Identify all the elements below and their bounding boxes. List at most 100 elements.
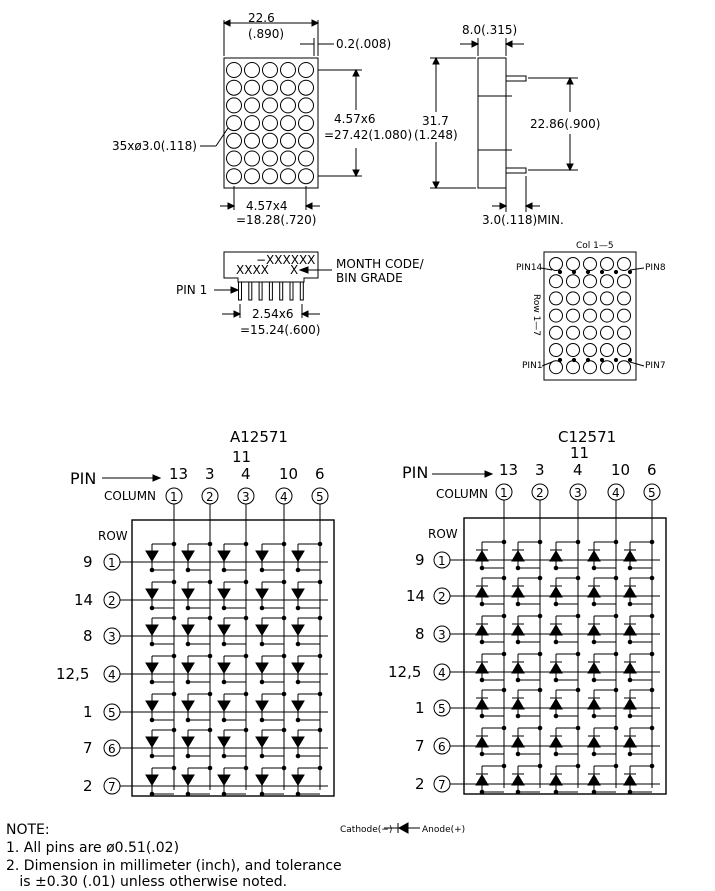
- row-number: 2: [108, 594, 116, 608]
- junction-dot: [317, 541, 323, 547]
- junction-dot: [259, 753, 265, 759]
- row-pin-number: 2: [415, 775, 425, 793]
- pinout-dot-grid: [549, 257, 633, 375]
- junction-dot: [243, 653, 249, 659]
- row-number: 6: [108, 742, 116, 756]
- junction-dot: [171, 653, 177, 659]
- led-diode-icon: [145, 550, 159, 562]
- led-diode-icon: [145, 624, 159, 636]
- led-dot: [280, 115, 296, 132]
- junction-dot: [207, 765, 213, 771]
- junction-dot: [515, 751, 521, 757]
- row-number: 7: [108, 780, 116, 794]
- junction-dot: [295, 641, 301, 647]
- row-pin-number: 14: [74, 591, 93, 609]
- led-diode-icon: [549, 624, 563, 636]
- junction-dot: [649, 687, 655, 693]
- led-diode-icon: [549, 550, 563, 562]
- pinout-dot: [583, 360, 597, 375]
- column-number: 1: [500, 486, 508, 500]
- diode-symbol-icon: [397, 822, 409, 834]
- schematic-a-column-label: COLUMN: [104, 489, 156, 503]
- junction-dot: [295, 791, 301, 797]
- junction-dot: [553, 601, 559, 607]
- led-dot: [244, 79, 260, 96]
- led-diode-icon: [217, 774, 231, 786]
- pin: [258, 281, 263, 301]
- led-diode-icon: [145, 588, 159, 600]
- column-pin-number: 4: [573, 461, 583, 479]
- row-pin-number: 8: [415, 625, 425, 643]
- led-dot: [244, 132, 260, 149]
- led-diode-icon: [511, 624, 525, 636]
- column-number: 3: [242, 490, 250, 504]
- junction-dot: [221, 753, 227, 759]
- junction-dot: [591, 601, 597, 607]
- led-dot: [280, 62, 296, 78]
- junction-dot: [479, 751, 485, 757]
- led-dot: [280, 79, 296, 96]
- row-pin-number: 2: [83, 777, 93, 795]
- side-view: 8.0(.315) 31.7 (1.248) 22.86(.900) 3.0(.…: [414, 23, 600, 227]
- led-diode-icon: [587, 698, 601, 710]
- display-outline: [223, 57, 319, 189]
- led-diode-icon: [623, 550, 637, 562]
- pinout-dot: [549, 308, 563, 323]
- matrix-frame: [463, 517, 667, 795]
- pinout-dot: [549, 325, 563, 340]
- junction-dot: [501, 575, 507, 581]
- pinout-dot: [583, 274, 597, 289]
- led-diode-icon: [475, 774, 489, 786]
- led-dot: [280, 168, 296, 185]
- column-pin-number: 6: [647, 461, 657, 479]
- junction-dot: [649, 613, 655, 619]
- pinout-dot: [566, 343, 580, 357]
- led-diode-icon: [255, 774, 269, 786]
- led-diode-icon: [217, 588, 231, 600]
- junction-dot: [613, 763, 619, 769]
- junction-dot: [537, 763, 543, 769]
- schematic-a-title: A12571: [230, 428, 288, 446]
- junction-dot: [515, 789, 521, 795]
- pinout-dot: [583, 257, 597, 271]
- column-pin-number: 10: [279, 465, 298, 483]
- junction-dot: [243, 541, 249, 547]
- row-pin-number: 1: [83, 703, 93, 721]
- junction-dot: [207, 727, 213, 733]
- junction-dot: [613, 725, 619, 731]
- led-diode-icon: [217, 550, 231, 562]
- led-dot: [244, 97, 260, 114]
- led-diode-icon: [549, 736, 563, 748]
- column-number: 5: [648, 486, 656, 500]
- pinout-dot: [549, 291, 563, 306]
- led-diode-icon: [623, 662, 637, 674]
- junction-dot: [537, 725, 543, 731]
- schematic-a-pin-label: PIN: [70, 469, 96, 488]
- led-diode-icon: [511, 662, 525, 674]
- led-dot: [226, 150, 242, 167]
- pinout-dot: [549, 274, 563, 289]
- led-dot: [226, 97, 242, 114]
- column-number: 5: [316, 490, 324, 504]
- code-left: XXXX: [236, 263, 269, 277]
- pin: [248, 281, 253, 301]
- junction-dot: [515, 565, 521, 571]
- junction-dot: [281, 579, 287, 585]
- row-number: 6: [438, 740, 446, 754]
- junction-dot: [575, 651, 581, 657]
- led-diode-icon: [181, 700, 195, 712]
- pin-pitch2: =15.24(.600): [240, 323, 321, 337]
- junction-dot: [317, 615, 323, 621]
- led-dot: [226, 79, 242, 96]
- junction-dot: [553, 677, 559, 683]
- junction-dot: [537, 613, 543, 619]
- junction-dot: [575, 725, 581, 731]
- depth-dim: 8.0(.315): [462, 23, 517, 37]
- led-dot: [298, 97, 314, 114]
- led-diode-icon: [145, 662, 159, 674]
